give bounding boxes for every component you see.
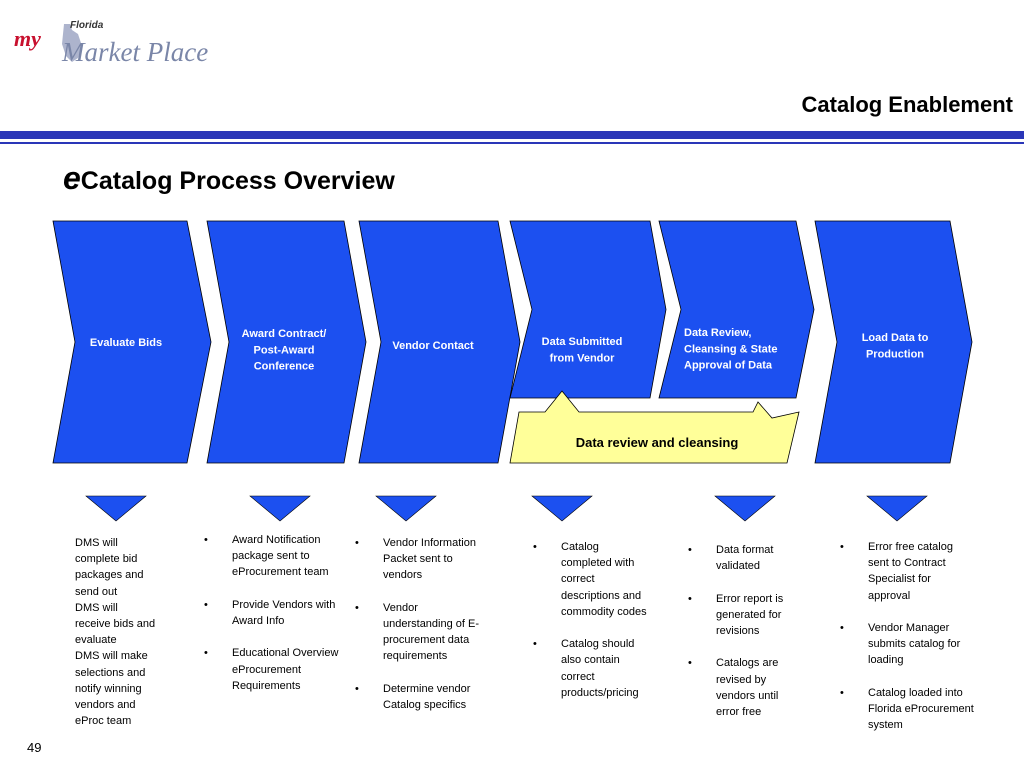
step-3-bullet-1: Vendor Information Packet sent to vendor… xyxy=(352,535,486,584)
step-6-down-arrow xyxy=(866,495,928,522)
step-4-bullets: Catalog completed with correct descripti… xyxy=(530,539,652,717)
step-4-bullet-2: Catalog should also contain correct prod… xyxy=(530,636,652,701)
step-1-bullet-4: send out xyxy=(75,585,118,598)
step-1-down-arrow xyxy=(85,495,147,522)
step-1-bullet-5: DMS will xyxy=(75,601,118,614)
step-2-bullet-1: Award Notification package sent to eProc… xyxy=(201,532,339,581)
callout-label: Data review and cleansing xyxy=(576,435,739,450)
step-5-bullets: Data format validatedError report is gen… xyxy=(685,542,790,736)
step-1-bullet-8: DMS will make xyxy=(75,650,148,663)
step-6-bullets: Error free catalog sent to Contract Spec… xyxy=(837,539,975,750)
callout-banner xyxy=(509,390,800,464)
step-2-bullets: Award Notification package sent to eProc… xyxy=(201,532,339,710)
step-1-bullet-3: packages and xyxy=(75,569,144,582)
step-1-bullet-10: notify winning xyxy=(75,682,142,695)
header-rule xyxy=(0,131,1024,139)
step-5-bullet-1: Data format validated xyxy=(685,542,790,574)
step-4-down-arrow xyxy=(531,495,593,522)
step-1-bullet-6: receive bids and xyxy=(75,618,156,631)
header-rule-thin xyxy=(0,142,1024,144)
step-4-bullet-1: Catalog completed with correct descripti… xyxy=(530,539,652,620)
svg-text:my: my xyxy=(14,26,41,51)
section-title: Catalog Enablement xyxy=(801,92,1013,117)
step-6-bullet-1: Error free catalog sent to Contract Spec… xyxy=(837,539,975,604)
step-1-bullets: DMS will complete bid packages and send out… xyxy=(75,535,185,729)
step-1-bullet-1: DMS will xyxy=(75,537,118,549)
step-1-bullet-9: selections and xyxy=(75,666,146,679)
step-6-bullet-2: Vendor Manager submits catalog for loadi… xyxy=(837,620,975,669)
step-1-chevron xyxy=(52,220,212,464)
step-3-label: Vendor Contact xyxy=(392,340,474,352)
step-2-bullet-2: Provide Vendors with Award Info xyxy=(201,597,339,629)
step-5-bullet-2: Error report is generated for revisions xyxy=(685,591,790,640)
step-5-down-arrow xyxy=(714,495,776,522)
step-1-bullet-11: vendors and xyxy=(75,699,136,712)
step-6-bullet-3: Catalog loaded into Florida eProcurement… xyxy=(837,685,975,734)
step-1-bullet-12: eProc team xyxy=(75,715,132,728)
svg-text:Florida: Florida xyxy=(70,20,104,31)
svg-text:Market Place: Market Place xyxy=(61,37,208,67)
page-title: eCatalog Process Overview xyxy=(63,160,395,196)
step-3-down-arrow xyxy=(375,495,437,522)
myfloridamarketplace-logo: my Florida Market Place xyxy=(12,16,227,76)
step-2-bullet-3: Educational Overview eProcurement Requir… xyxy=(201,645,339,694)
step-1-label: Evaluate Bids xyxy=(90,337,162,349)
step-4-chevron xyxy=(509,220,667,399)
step-5-bullet-3: Catalogs are revised by vendors until er… xyxy=(685,655,790,720)
step-1-bullet-2: complete bid xyxy=(75,553,138,566)
step-1-bullet-7: evaluate xyxy=(75,634,117,647)
step-2-chevron xyxy=(206,220,367,464)
page-number: 49 xyxy=(27,740,42,755)
step-3-bullets: Vendor Information Packet sent to vendor… xyxy=(352,535,486,729)
step-5-chevron xyxy=(658,220,815,399)
step-3-bullet-2: Vendor understanding of E-procurement da… xyxy=(352,600,486,665)
step-3-chevron xyxy=(358,220,521,464)
step-3-bullet-3: Determine vendor Catalog specifics xyxy=(352,681,486,713)
step-2-down-arrow xyxy=(249,495,311,522)
step-6-chevron xyxy=(814,220,973,464)
